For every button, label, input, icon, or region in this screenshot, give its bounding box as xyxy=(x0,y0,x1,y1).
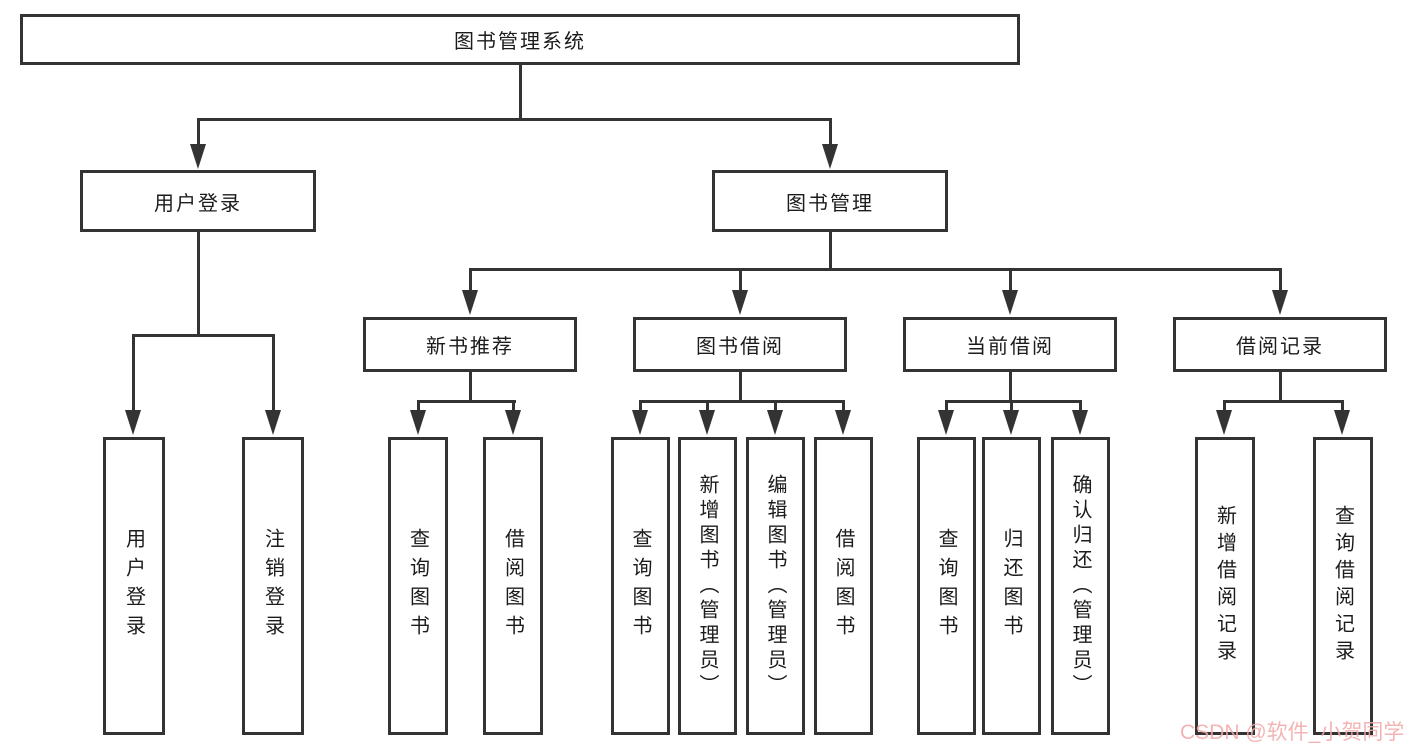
arrow-down-icon xyxy=(265,410,281,435)
node-book-management: 图书管理 xyxy=(712,170,948,232)
connector-vline xyxy=(1010,400,1013,412)
leaf-edit-book-admin: 编辑图书（管理员） xyxy=(746,437,805,735)
leaf-query-borrow-record: 查询借阅记录 xyxy=(1313,437,1373,735)
arrow-down-icon xyxy=(1334,410,1350,435)
connector-vline xyxy=(1079,400,1082,412)
connector-vline xyxy=(417,400,420,412)
arrow-down-icon xyxy=(410,410,426,435)
leaf-logout: 注销登录 xyxy=(242,437,304,735)
leaf-confirm-return-admin: 确认归还（管理员） xyxy=(1051,437,1110,735)
arrow-down-icon xyxy=(835,410,851,435)
connector-hline xyxy=(1223,400,1344,403)
node-current-borrow: 当前借阅 xyxy=(903,317,1117,372)
connector-vline xyxy=(1279,372,1282,402)
connector-vline xyxy=(739,268,742,292)
arrow-down-icon xyxy=(462,290,478,315)
arrow-down-icon xyxy=(125,410,141,435)
connector-vline xyxy=(469,372,472,402)
leaf-borrow-books-2: 借阅图书 xyxy=(814,437,873,735)
arrow-down-icon xyxy=(732,290,748,315)
leaf-return-book: 归还图书 xyxy=(982,437,1041,735)
arrow-down-icon xyxy=(505,410,521,435)
connector-vline xyxy=(519,65,522,118)
connector-vline xyxy=(1223,400,1226,412)
connector-hline xyxy=(469,268,1282,271)
arrow-down-icon xyxy=(1072,410,1088,435)
node-book-borrow: 图书借阅 xyxy=(633,317,847,372)
connector-vline xyxy=(639,400,642,412)
leaf-query-books-3: 查询图书 xyxy=(917,437,976,735)
connector-vline xyxy=(842,400,845,412)
connector-hline xyxy=(197,118,832,121)
arrow-down-icon xyxy=(1216,410,1232,435)
connector-hline xyxy=(639,400,844,403)
arrow-down-icon xyxy=(1272,290,1288,315)
arrow-down-icon xyxy=(767,410,783,435)
leaf-query-books-1: 查询图书 xyxy=(388,437,448,735)
arrow-down-icon xyxy=(822,144,838,169)
connector-vline xyxy=(739,372,742,402)
connector-vline xyxy=(945,400,948,412)
arrow-down-icon xyxy=(632,410,648,435)
arrow-down-icon xyxy=(938,410,954,435)
leaf-add-borrow-record: 新增借阅记录 xyxy=(1195,437,1255,735)
connector-hline xyxy=(132,334,275,337)
connector-vline xyxy=(774,400,777,412)
connector-hline xyxy=(417,400,516,403)
leaf-borrow-books-1: 借阅图书 xyxy=(483,437,543,735)
connector-vline xyxy=(1009,268,1012,292)
connector-vline xyxy=(132,334,135,412)
connector-vline xyxy=(829,118,832,148)
leaf-user-login: 用户登录 xyxy=(103,437,165,735)
node-user-login: 用户登录 xyxy=(80,170,316,232)
arrow-down-icon xyxy=(1003,410,1019,435)
connector-vline xyxy=(469,268,472,292)
node-borrow-records: 借阅记录 xyxy=(1173,317,1387,372)
connector-hline xyxy=(945,400,1081,403)
arrow-down-icon xyxy=(190,144,206,169)
node-library-system: 图书管理系统 xyxy=(20,14,1020,65)
leaf-query-books-2: 查询图书 xyxy=(611,437,670,735)
watermark: CSDN @软件_小贺同学 xyxy=(1180,721,1405,744)
connector-vline xyxy=(1009,372,1012,402)
connector-vline xyxy=(272,334,275,412)
connector-vline xyxy=(1341,400,1344,412)
connector-vline xyxy=(829,232,832,270)
connector-vline xyxy=(197,118,200,148)
arrow-down-icon xyxy=(699,410,715,435)
connector-vline xyxy=(1279,268,1282,292)
node-new-book-recommend: 新书推荐 xyxy=(363,317,577,372)
arrow-down-icon xyxy=(1002,290,1018,315)
connector-vline xyxy=(706,400,709,412)
leaf-add-book-admin: 新增图书（管理员） xyxy=(678,437,737,735)
connector-vline xyxy=(512,400,515,412)
connector-vline xyxy=(197,232,200,337)
